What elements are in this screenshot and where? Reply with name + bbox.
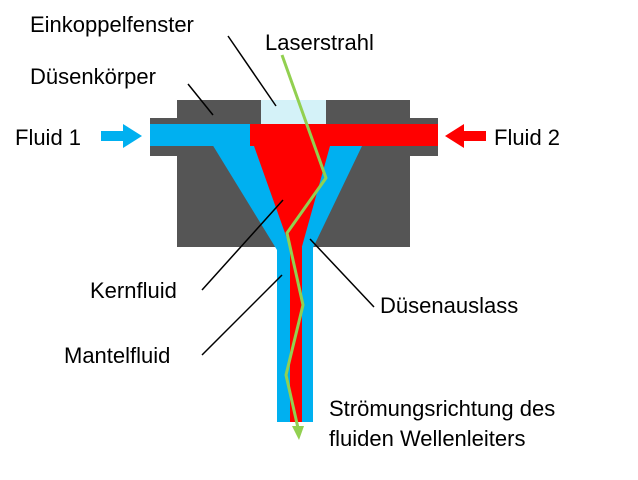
leader-einkoppelfenster <box>227 35 277 107</box>
core-funnel <box>250 124 336 250</box>
label-laserstrahl: Laserstrahl <box>265 30 374 55</box>
label-fluid2: Fluid 2 <box>494 125 560 150</box>
label-duesenkoerper: Düsenkörper <box>30 64 156 89</box>
coupling-window <box>261 100 326 124</box>
leader-kernfluid <box>201 199 284 291</box>
fluid2-arrow <box>445 124 486 148</box>
fluid1-arrow-shaft <box>101 131 125 141</box>
laser-beam-path <box>280 54 328 429</box>
label-stroemung-line1: Strömungsrichtung des <box>329 396 555 421</box>
fluid1-arrow <box>101 124 142 148</box>
leader-lines <box>187 35 375 356</box>
label-duesenauslass: Düsenauslass <box>380 293 518 318</box>
label-stroemung-line2: fluiden Wellenleiters <box>329 426 525 451</box>
fluid2-arrow-head <box>445 124 464 148</box>
laser-beam <box>280 54 328 440</box>
fluid1-inlet-channel <box>150 124 260 146</box>
label-kernfluid: Kernfluid <box>90 278 177 303</box>
laser-beam-arrowhead <box>292 426 304 440</box>
label-einkoppelfenster: Einkoppelfenster <box>30 12 194 37</box>
leader-duesenkoerper <box>187 83 214 116</box>
label-fluid1: Fluid 1 <box>15 125 81 150</box>
leader-mantelfluid <box>201 274 283 356</box>
leader-duesenauslass <box>309 238 375 308</box>
label-mantelfluid: Mantelfluid <box>64 343 170 368</box>
fluid1-arrow-head <box>123 124 142 148</box>
fluid2-arrow-shaft <box>462 131 486 141</box>
